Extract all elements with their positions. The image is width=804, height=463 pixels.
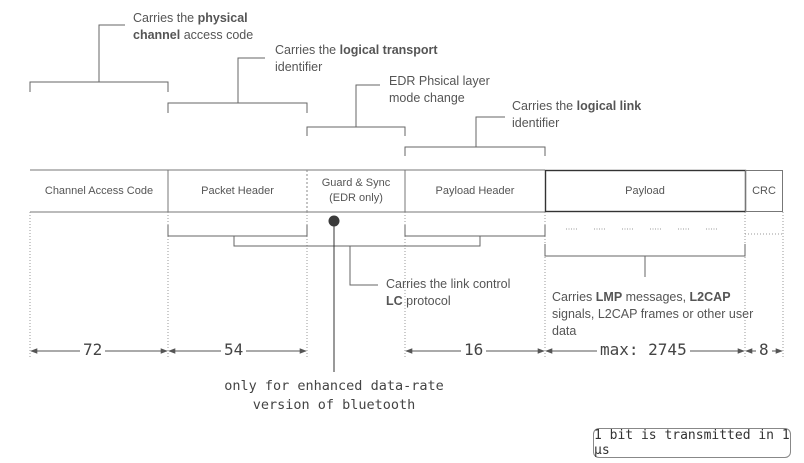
bit-time-note: 1 bit is transmitted in 1 μs bbox=[593, 428, 791, 458]
field-payload-header: Payload Header bbox=[435, 184, 515, 197]
bits-payload: max: 2745 bbox=[597, 340, 690, 359]
access-code-bracket bbox=[29, 24, 169, 92]
packet-header-bracket bbox=[167, 57, 308, 113]
crc-box bbox=[745, 170, 783, 212]
bits-payload-header: 16 bbox=[461, 340, 487, 359]
field-payload: Payload bbox=[625, 184, 665, 197]
field-packet-header: Packet Header bbox=[201, 184, 274, 197]
guard-sync-bracket bbox=[306, 84, 406, 136]
payload-annotation: Carries LMP messages, L2CAP signals, L2C… bbox=[552, 290, 754, 338]
access-code-annotation: Carries the physical channel access code bbox=[133, 11, 254, 42]
edr-annotation: EDR Phsical layer mode change bbox=[389, 74, 490, 105]
packet-row-lines bbox=[30, 169, 545, 213]
lc-connector bbox=[349, 246, 378, 286]
link-control-annotation: Carries the link control LC protocol bbox=[386, 277, 511, 308]
bits-packet-header: 54 bbox=[221, 340, 247, 359]
logical-transport-annotation: Carries the logical transport identifier bbox=[275, 43, 438, 74]
payload-bracket bbox=[544, 244, 746, 277]
field-crc: CRC bbox=[752, 184, 776, 197]
field-channel-access-code: Channel Access Code bbox=[44, 184, 154, 197]
bits-channel-access-code: 72 bbox=[80, 340, 106, 359]
payload-header-bracket bbox=[404, 116, 546, 156]
bits-crc: 8 bbox=[756, 340, 772, 359]
edr-marker-dot bbox=[328, 215, 340, 227]
header-pair-bracket bbox=[167, 225, 546, 247]
edr-note: only for enhanced data-rate version of b… bbox=[224, 378, 444, 413]
field-guard-sync: Guard & Sync (EDR only) bbox=[321, 177, 391, 204]
logical-link-annotation: Carries the logical link identifier bbox=[512, 99, 642, 130]
